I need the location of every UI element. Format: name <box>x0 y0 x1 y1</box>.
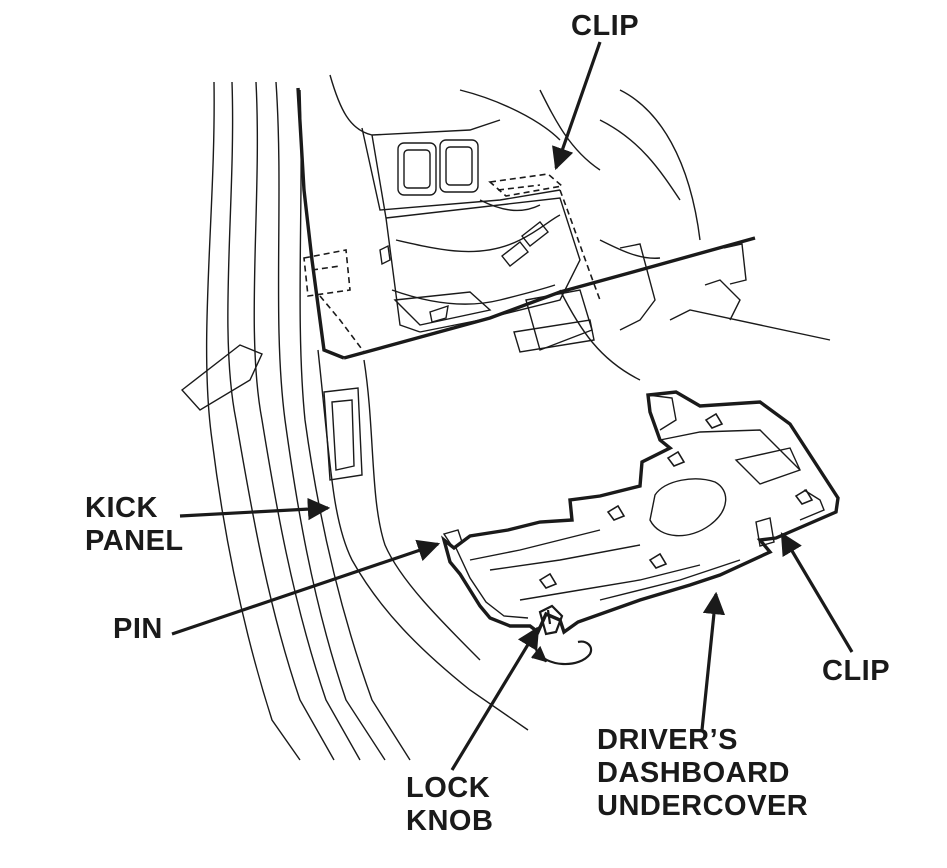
undercover-line-2: DASHBOARD <box>597 757 790 789</box>
pin-text: PIN <box>113 613 163 645</box>
arrow-pin <box>171 539 441 636</box>
undercover-label: DRIVER’S DASHBOARD UNDERCOVER <box>597 724 808 823</box>
arrow-undercover <box>700 591 726 731</box>
door-frame-lines <box>180 81 529 761</box>
panel-fastener-marks <box>538 412 814 589</box>
leader-arrows <box>171 41 854 771</box>
kick-panel-edge <box>296 87 756 360</box>
hidden-clip-lines <box>303 173 601 353</box>
kick-panel-line-2: PANEL <box>85 525 184 557</box>
lock-knob-line-2: KNOB <box>406 805 494 837</box>
arrow-kick-panel <box>179 497 331 521</box>
clip-top-text: CLIP <box>571 10 640 42</box>
pin-label: PIN <box>113 613 163 646</box>
arrow-clip-top <box>552 41 602 171</box>
undercover-line-3: UNDERCOVER <box>597 790 809 822</box>
dashboard-detail <box>329 74 831 381</box>
kick-panel-label: KICK PANEL <box>85 492 184 558</box>
undercover-panel <box>440 390 840 635</box>
lock-knob-line-1: LOCK <box>406 772 491 804</box>
clip-right-text: CLIP <box>822 655 891 687</box>
clip-top-label: CLIP <box>571 10 639 43</box>
lock-knob-detail <box>531 604 593 666</box>
arrow-lock-knob <box>450 626 540 771</box>
kick-panel-line-1: KICK <box>85 492 158 524</box>
undercover-line-1: DRIVER’S <box>597 724 738 756</box>
arrow-clip-right <box>780 532 854 653</box>
lock-knob-label: LOCK KNOB <box>406 772 493 838</box>
clip-right-label: CLIP <box>822 655 890 688</box>
